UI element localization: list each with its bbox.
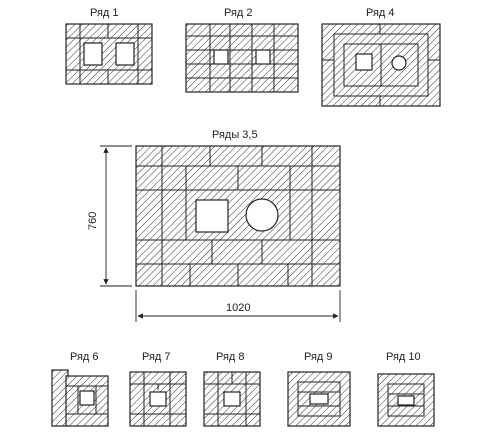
- width-dimension-text: 1020: [226, 302, 250, 314]
- row-4-hole-square: [355, 53, 373, 71]
- row-7-plan: Ряд 7: [129, 351, 187, 427]
- row-9-label: Ряд 9: [304, 351, 333, 363]
- main-hole-square: [195, 199, 229, 233]
- row-1-hole-right: [115, 42, 135, 66]
- row-4-plan: Ряд 4: [321, 7, 441, 107]
- row-2-hole-right: [255, 49, 271, 65]
- rows-3-5-plan: Ряды 3,5 760: [87, 129, 341, 322]
- row-4-hole-round: [391, 55, 407, 71]
- row-7-label: Ряд 7: [142, 351, 171, 363]
- row-4-label: Ряд 4: [366, 7, 395, 19]
- row-7-hole: [149, 391, 167, 407]
- row-6-plan: Ряд 6: [51, 351, 109, 427]
- main-hole-round: [245, 198, 279, 232]
- row-1-plan: Ряд 1: [65, 7, 153, 85]
- row-10-plan: Ряд 10: [377, 351, 435, 427]
- height-dimension-text: 760: [87, 212, 99, 230]
- row-2-label: Ряд 2: [224, 7, 253, 19]
- row-8-label: Ряд 8: [216, 351, 245, 363]
- row-10-hole: [397, 395, 415, 406]
- row-8-plan: Ряд 8: [203, 351, 261, 427]
- row-8-hole: [223, 391, 241, 407]
- row-6-hole: [79, 390, 95, 406]
- row-2-plan: Ряд 2: [185, 7, 299, 93]
- row-2-hole-left: [213, 49, 229, 65]
- rows-3-5-label: Ряды 3,5: [212, 129, 258, 141]
- row-9-plan: Ряд 9: [287, 351, 351, 427]
- row-1-hole-left: [83, 42, 103, 66]
- row-9-hole: [309, 393, 329, 405]
- row-1-label: Ряд 1: [90, 7, 119, 19]
- row-6-label: Ряд 6: [70, 351, 99, 363]
- row-10-label: Ряд 10: [386, 351, 421, 363]
